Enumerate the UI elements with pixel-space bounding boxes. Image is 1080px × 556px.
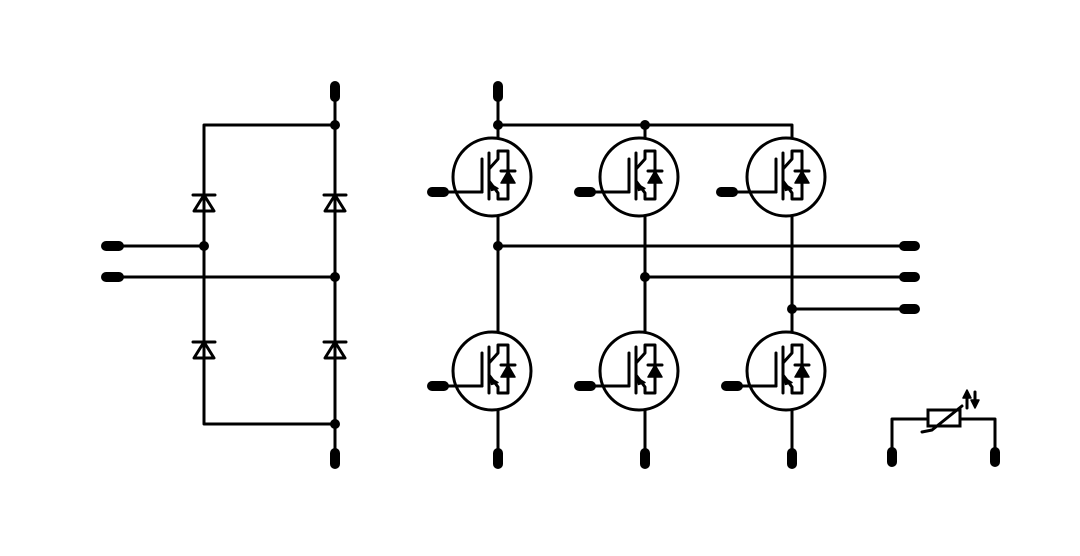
igbt-low-side-1 [430,330,533,412]
ntc-thermistor-icon [890,389,997,460]
igbt-high-side-3 [724,136,827,218]
junction-dots [199,120,797,429]
rectifier-diode-bottom-right [322,340,348,360]
rectifier-diode-bottom-left [191,340,217,360]
igbt-low-side-3 [724,330,827,412]
igbt-high-side-2 [577,136,680,218]
igbt-high-side-1 [430,136,533,218]
inverter-wiring [496,88,912,462]
rectifier-diode-top-right [322,193,348,213]
rectifier-wiring [108,88,337,462]
igbt-low-side-2 [577,330,680,412]
rectifier-diode-top-left [191,193,217,213]
terminal-pins [101,81,1000,469]
